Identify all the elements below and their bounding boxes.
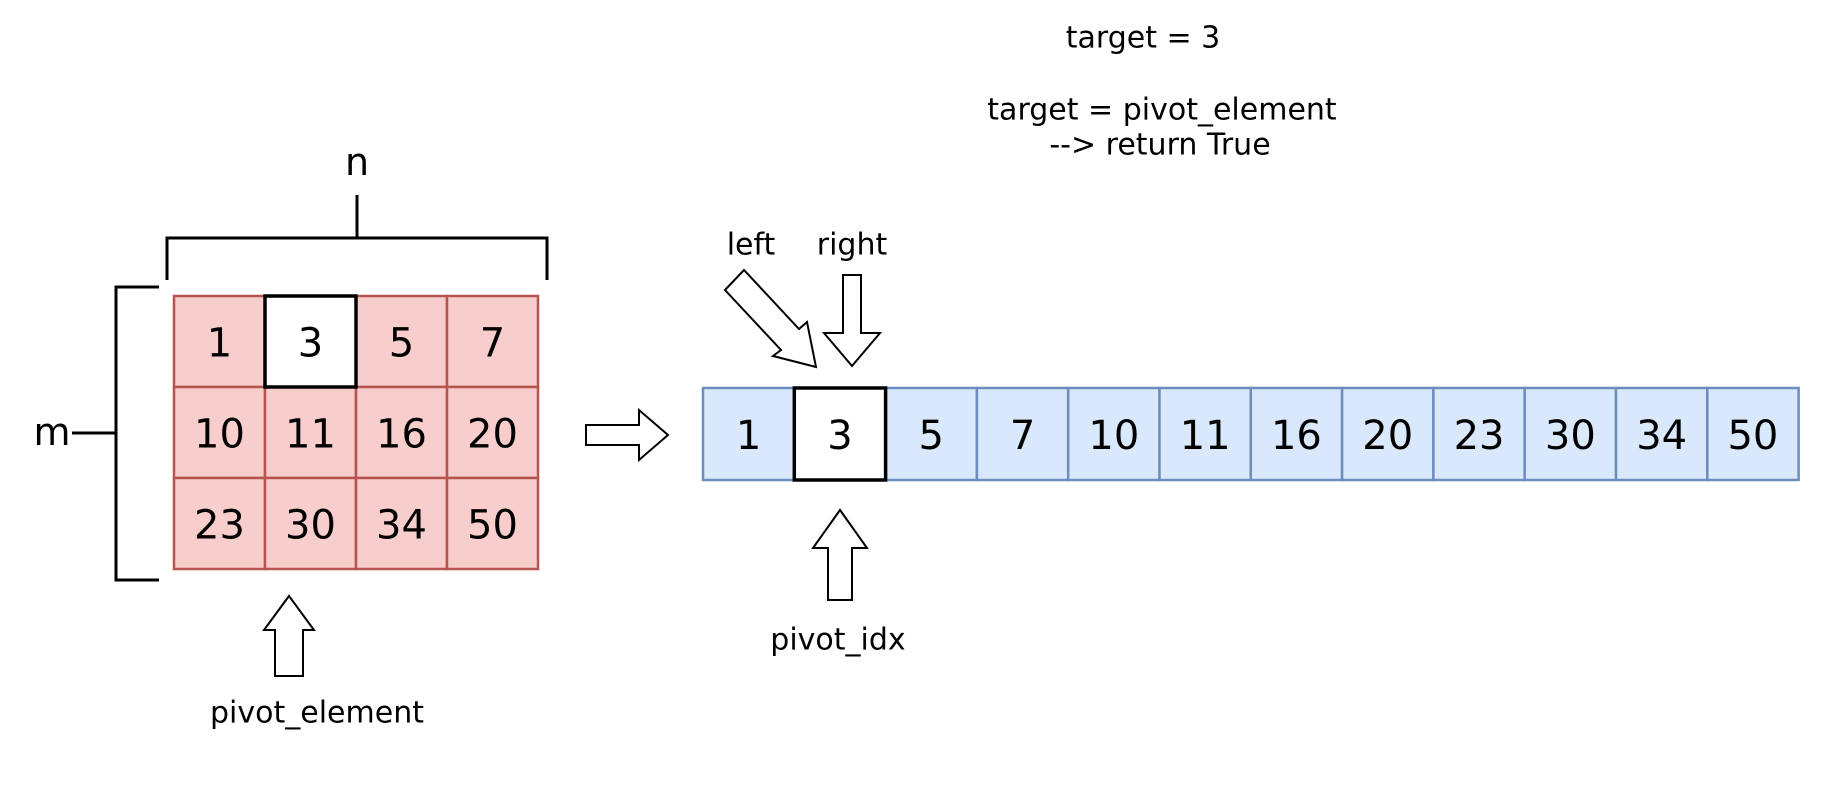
right-pointer-arrow-icon (821, 274, 883, 368)
matrix-cell (445, 294, 540, 389)
array-cell (1432, 386, 1526, 482)
matrix-cell (263, 476, 358, 571)
matrix-cell-value: 34 (376, 503, 427, 549)
matrix-cell-value: 7 (480, 321, 505, 367)
dimension-n-label: n (345, 140, 369, 184)
left-pointer-arrow-icon (723, 268, 818, 369)
array-cell (1706, 386, 1800, 482)
array-cell-value: 23 (1454, 413, 1505, 459)
left-pointer-label: left (727, 228, 776, 263)
matrix-cell (172, 294, 267, 389)
array-cell-value: 1 (736, 413, 761, 459)
condition-text: target = pivot_element (987, 93, 1337, 128)
array-cell-value: 10 (1088, 413, 1139, 459)
matrix-cell-value: 5 (389, 321, 414, 367)
matrix-cell-value: 11 (285, 412, 336, 458)
array-cell-value: 20 (1362, 413, 1413, 459)
dimension-m-label: m (33, 410, 70, 454)
matrix-cell-value: 30 (285, 503, 336, 549)
right-pointer-label: right (817, 228, 888, 263)
array-cell (884, 386, 979, 482)
array-cell-value: 7 (1010, 413, 1035, 459)
matrix-grid: 1 3 5 7 10 11 16 20 23 30 34 50 (172, 294, 540, 571)
array-cell-value: 3 (827, 413, 852, 459)
array-cell (1249, 386, 1344, 482)
matrix-cell-value: 3 (298, 321, 323, 367)
pivot-idx-label: pivot_idx (770, 623, 905, 658)
matrix-cell-value: 50 (467, 503, 518, 549)
array-cell-value: 11 (1180, 413, 1231, 459)
matrix-cell (445, 385, 540, 480)
flattened-array: 1 3 5 7 10 11 16 20 23 30 34 50 (701, 386, 1800, 482)
array-cell (1066, 386, 1161, 482)
pivot-idx-arrow-icon (811, 508, 869, 601)
target-text: target = 3 (1066, 21, 1221, 56)
matrix-cell-value: 20 (467, 412, 518, 458)
array-cell (975, 386, 1070, 482)
m-bracket (72, 285, 159, 582)
array-cell (1523, 386, 1618, 482)
array-cell-value: 30 (1545, 413, 1596, 459)
result-text: --> return True (1049, 128, 1270, 163)
array-cell (1158, 386, 1253, 482)
array-cell (701, 386, 796, 482)
matrix-cell-value: 23 (194, 503, 245, 549)
pivot-element-label: pivot_element (210, 696, 424, 731)
matrix-cell-value: 1 (207, 321, 232, 367)
matrix-cell-value: 16 (376, 412, 427, 458)
matrix-cell (263, 385, 358, 480)
matrix-cell-value: 10 (194, 412, 245, 458)
array-cell-value: 50 (1727, 413, 1778, 459)
array-cell (1340, 386, 1435, 482)
array-cell (1614, 386, 1709, 482)
matrix-cell (172, 476, 267, 571)
array-cell-highlight-border (792, 386, 888, 482)
matrix-cell (445, 476, 540, 571)
matrix-cell-highlighted (263, 294, 358, 389)
array-cell-value: 16 (1271, 413, 1322, 459)
n-bracket (165, 195, 549, 280)
pivot-element-arrow-icon (262, 594, 316, 677)
flatten-arrow-icon (585, 407, 670, 463)
array-cell-value: 34 (1636, 413, 1687, 459)
array-cell-value: 5 (919, 413, 944, 459)
matrix-cell-highlight-border (263, 294, 358, 389)
